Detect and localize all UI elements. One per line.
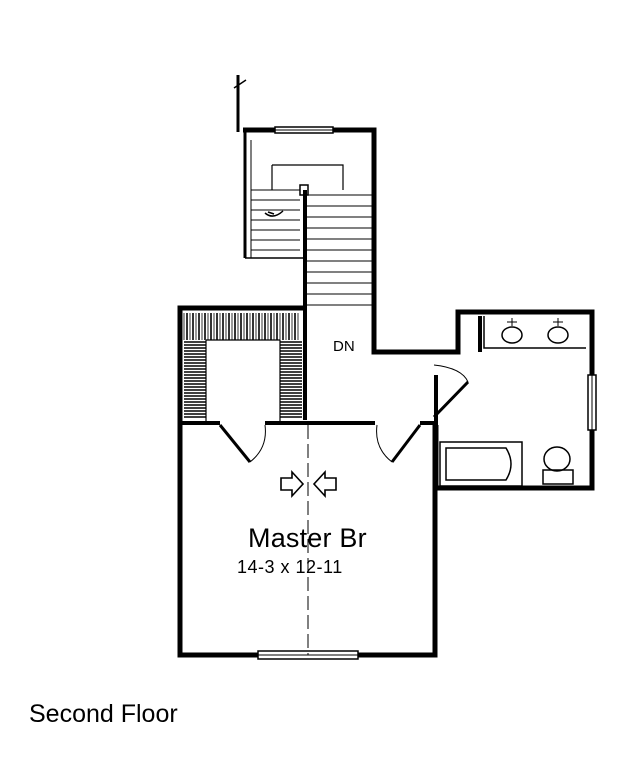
stair-treads bbox=[251, 194, 372, 306]
floor-title: Second Floor bbox=[29, 700, 178, 728]
doors bbox=[218, 364, 470, 463]
stair-direction-label: DN bbox=[333, 338, 355, 355]
exterior-walls bbox=[177, 127, 595, 658]
closet-shelving bbox=[183, 313, 302, 421]
interior-walls bbox=[180, 190, 482, 425]
room-name: Master Br bbox=[248, 523, 367, 553]
windows bbox=[257, 126, 597, 660]
room-dimensions: 14-3 x 12-11 bbox=[237, 557, 343, 577]
bath-fixtures bbox=[439, 316, 586, 487]
ceiling-fan-arrows-icon bbox=[280, 469, 337, 499]
stair-landing bbox=[233, 75, 344, 259]
